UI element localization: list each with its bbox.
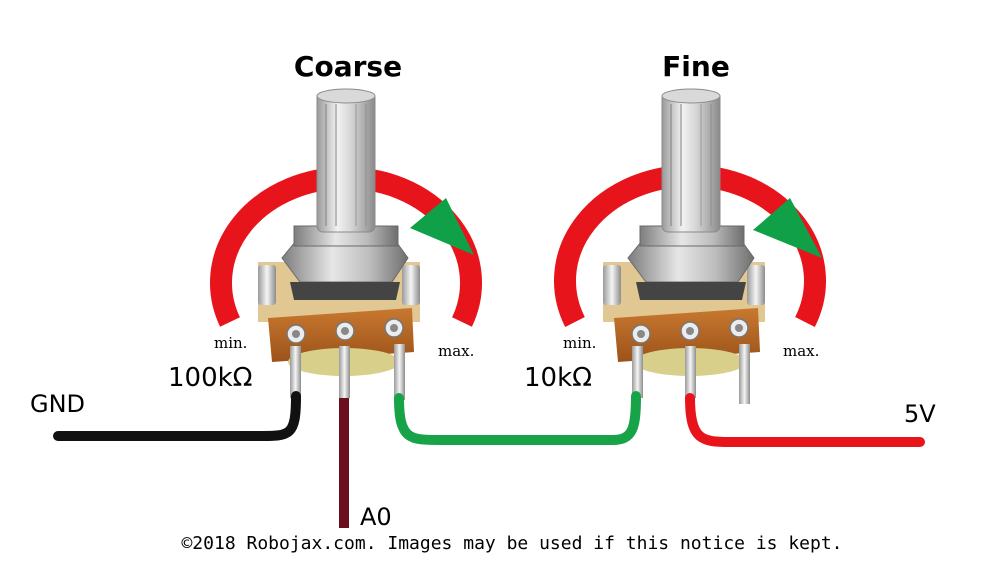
fine-title: Fine <box>662 50 730 83</box>
link-wire <box>394 391 641 445</box>
coarse-max-label: max. <box>438 342 474 360</box>
fine-pin-middle <box>685 346 696 398</box>
fine-arrow-icon <box>753 198 822 258</box>
coarse-title: Coarse <box>294 50 402 83</box>
fine-max-label: max. <box>783 342 819 360</box>
fine-potentiometer <box>554 88 826 404</box>
fine-min-label: min. <box>563 334 596 352</box>
coarse-pin-right <box>394 344 405 400</box>
a0-label: A0 <box>360 503 392 531</box>
fine-pin-left <box>632 346 643 398</box>
coarse-arrow-icon <box>410 198 474 255</box>
coarse-potentiometer <box>210 88 482 400</box>
gnd-wire <box>53 391 301 441</box>
copyright-notice: ©2018 Robojax.com. Images may be used if… <box>181 533 842 554</box>
fine-resistance-label: 10kΩ <box>524 363 592 393</box>
fine-pin-right <box>739 344 750 404</box>
coarse-pin-left <box>290 346 301 398</box>
gnd-label: GND <box>30 390 85 418</box>
coarse-min-label: min. <box>214 334 247 352</box>
v5-label: 5V <box>904 400 936 428</box>
v5-wire <box>685 393 925 447</box>
coarse-resistance-label: 100kΩ <box>168 363 253 393</box>
coarse-pin-middle <box>339 346 350 398</box>
